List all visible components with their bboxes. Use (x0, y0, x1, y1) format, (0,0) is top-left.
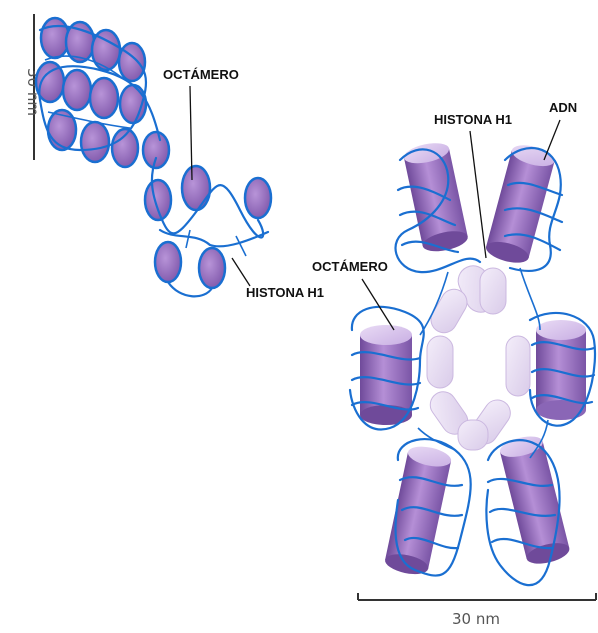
octamer-cylinder (484, 141, 557, 266)
right-histone-label: HISTONA H1 (434, 112, 512, 127)
right-scale-bar: 30 nm (358, 593, 596, 628)
right-panel: HISTONA H1 ADN OCTÁMERO 30 nm (312, 100, 596, 628)
right-scale-label: 30 nm (452, 610, 500, 628)
nucleosome-disc-cluster (36, 18, 169, 168)
octamer-cylinder (402, 140, 469, 255)
right-octamer-leader (362, 279, 394, 330)
left-chromatin-fiber (36, 18, 169, 168)
right-dna-leader (544, 120, 560, 160)
left-octamer-label: OCTÁMERO (163, 67, 239, 82)
right-histone-leader (470, 131, 486, 258)
right-octamer-label: OCTÁMERO (312, 259, 388, 274)
octamer-cylinder (383, 443, 453, 577)
right-dna-label: ADN (549, 100, 577, 115)
left-panel: 30 nm (24, 14, 324, 300)
left-histone-leader (232, 258, 250, 286)
left-octamer-leader (190, 86, 192, 180)
left-loose-nucleosomes (145, 158, 271, 296)
left-histone-label: HISTONA H1 (246, 285, 324, 300)
histone-h1-core (425, 261, 530, 450)
